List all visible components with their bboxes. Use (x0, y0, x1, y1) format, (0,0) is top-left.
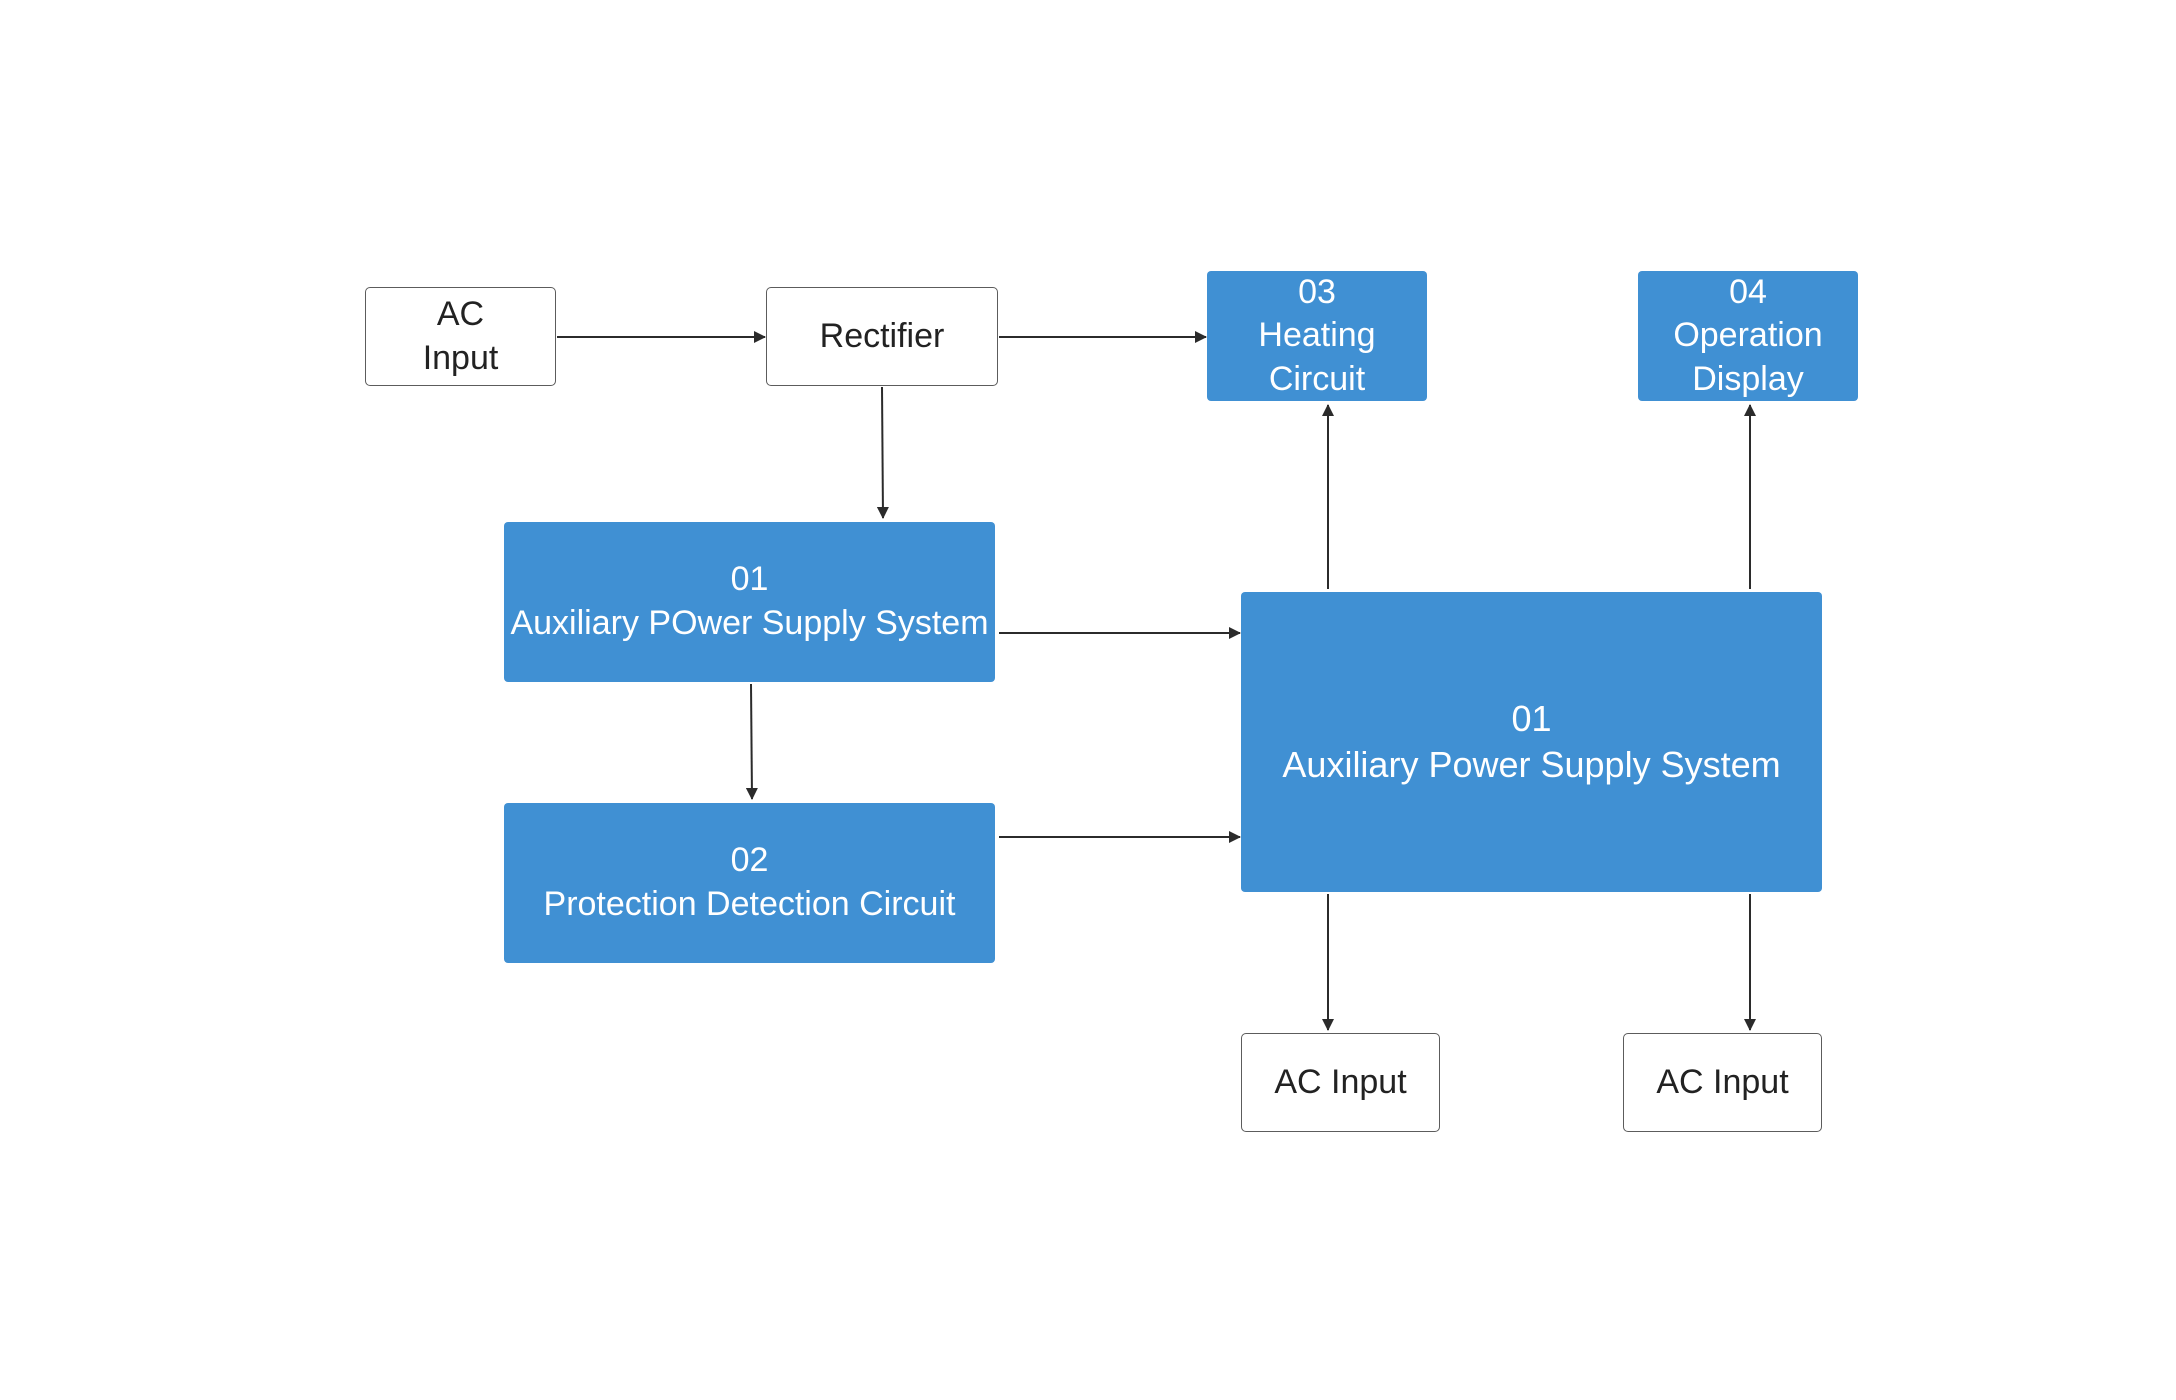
rectifier-label: Rectifier (819, 316, 945, 355)
edge-rectifier-to-aux-left (876, 386, 889, 519)
heating-circuit-node: 03 Heating Circuit (1207, 271, 1427, 401)
ac-input-top-line-2: Input (422, 338, 499, 377)
aux-power-right-node: 01 Auxiliary Power Supply System (1241, 592, 1822, 892)
heating-line-1: Heating (1258, 316, 1376, 355)
operation-line-2: Display (1692, 359, 1804, 398)
ac-input-top-node: AC Input (365, 287, 556, 386)
aux-left-number: 01 (730, 560, 769, 599)
ac-input-bottom-left-node: AC Input (1241, 1033, 1440, 1132)
edge-aux-left-to-protection (745, 683, 758, 800)
ac-input-bottom-right-node: AC Input (1623, 1033, 1822, 1132)
protection-number: 02 (730, 841, 769, 880)
heating-line-2: Circuit (1268, 359, 1366, 398)
ac-input-top-line-1: AC (436, 294, 485, 333)
ac-input-bottom-left-label: AC Input (1274, 1062, 1407, 1101)
aux-power-left-node: 01 Auxiliary POwer Supply System (504, 522, 995, 682)
protection-detection-node: 02 Protection Detection Circuit (504, 803, 995, 963)
operation-display-node: 04 Operation Display (1638, 271, 1858, 401)
operation-line-1: Operation (1673, 316, 1823, 355)
aux-right-number: 01 (1511, 697, 1552, 739)
operation-number: 04 (1729, 272, 1767, 311)
aux-left-title: Auxiliary POwer Supply System (510, 604, 989, 642)
rectifier-node: Rectifier (766, 287, 998, 386)
protection-title: Protection Detection Circuit (543, 885, 956, 923)
heating-number: 03 (1298, 272, 1336, 311)
aux-right-title: Auxiliary Power Supply System (1282, 744, 1781, 785)
ac-input-bottom-right-label: AC Input (1656, 1062, 1789, 1101)
